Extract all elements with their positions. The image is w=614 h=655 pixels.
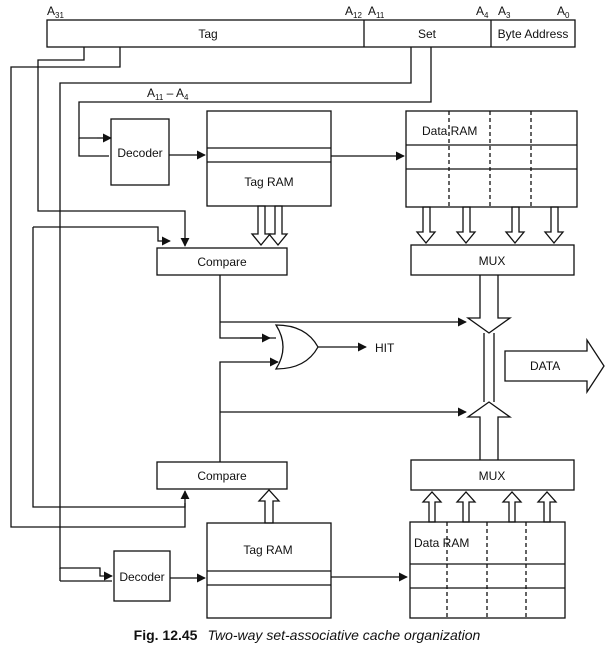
data-ram-top-label: Data RAM: [422, 124, 477, 138]
data-bus: [465, 275, 605, 460]
data-output-arrow: [504, 337, 605, 395]
tag-ram-bottom: [206, 522, 332, 619]
data-label: DATA: [530, 359, 560, 373]
bit-label-a4: A4: [476, 4, 489, 20]
bit-label-a11: A11: [368, 4, 385, 20]
decoder-top: [110, 118, 170, 186]
tag-ram-to-compare-bottom-arrow: [257, 489, 281, 524]
or-gate: [274, 324, 319, 370]
bit-label-a12: A12: [345, 4, 362, 20]
address-register: [46, 19, 576, 48]
mux-top-label: MUX: [479, 254, 506, 268]
figure-number: Fig. 12.45: [133, 627, 198, 643]
index-range-label: A11 – A4: [147, 86, 189, 102]
compare-output-wires: [219, 275, 467, 462]
compare-bottom-label: Compare: [197, 469, 247, 483]
figure-caption: Fig. 12.45 Two-way set-associative cache …: [0, 627, 614, 643]
set-to-decoder-wires: [59, 47, 432, 582]
bit-label-a0: A0: [557, 4, 570, 20]
decoder-bottom: [113, 550, 171, 602]
data-ram-to-mux-bottom-arrows: [421, 491, 558, 523]
data-ram-bottom: [409, 521, 566, 619]
set-field-label: Set: [418, 27, 437, 41]
mux-top: [410, 244, 575, 276]
hit-label: HIT: [375, 341, 395, 355]
mux-bottom: [410, 459, 575, 491]
decoder-top-label: Decoder: [117, 146, 162, 160]
data-ram-bottom-label: Data RAM: [414, 536, 469, 550]
figure-title: Two-way set-associative cache organizati…: [207, 627, 481, 643]
tag-ram-bottom-label: Tag RAM: [243, 543, 292, 557]
tag-to-compare-wires: [10, 47, 190, 528]
bit-label-a31: A31: [47, 4, 64, 20]
data-ram-top: [405, 110, 578, 208]
mux-bottom-label: MUX: [479, 469, 506, 483]
bit-label-a3: A3: [498, 4, 511, 20]
compare-bottom: [156, 461, 288, 490]
compare-top-label: Compare: [197, 255, 247, 269]
tag-ram-to-compare-top-arrow: [250, 205, 289, 247]
tag-ram-top-label: Tag RAM: [244, 175, 293, 189]
data-ram-to-mux-top-arrows: [415, 206, 565, 245]
decoder-bottom-label: Decoder: [119, 570, 164, 584]
compare-top: [156, 247, 288, 276]
byte-address-field-label: Byte Address: [498, 27, 569, 41]
tag-ram-top: [206, 110, 332, 207]
tag-field-label: Tag: [198, 27, 217, 41]
